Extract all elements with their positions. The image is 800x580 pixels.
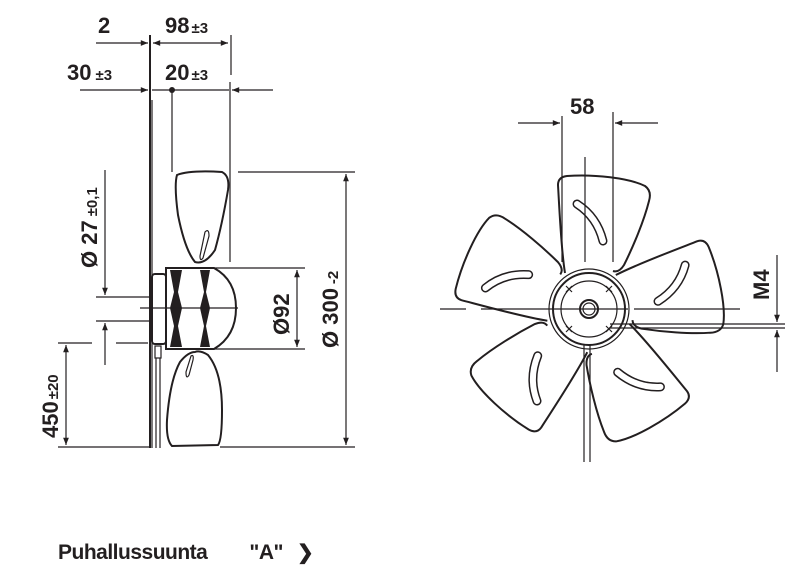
airflow-label: Puhallussuunta [58, 540, 208, 564]
dim-flange: 2 [98, 13, 110, 38]
mounting-holes [565, 285, 613, 333]
blade-top [174, 170, 230, 264]
dim-bolt: 58 [570, 94, 594, 119]
side-view: 2 98±3 30±3 20±3 Ø 27±0,1 Ø92 Ø 300 [38, 13, 355, 448]
fan-blade [454, 214, 563, 322]
dim-diameter: Ø 300-2 [318, 271, 343, 348]
airflow-direction: Puhallussuunta "A" ❯ [58, 540, 314, 565]
dim-offset: 30±3 [67, 60, 112, 85]
airflow-direction-label: "A" [249, 540, 283, 564]
fan-blade [469, 321, 589, 433]
dim-hub: Ø92 [269, 293, 294, 335]
chevron-right-icon: ❯ [296, 542, 314, 564]
blade-bottom [165, 350, 224, 448]
dim-thread: M4 [749, 269, 774, 300]
dim-shaft: Ø 27±0,1 [77, 187, 102, 268]
fan-blade [556, 174, 651, 274]
dim-blade: 20±3 [165, 60, 208, 85]
dim-cable: 450±20 [38, 374, 63, 438]
fan-blade [615, 239, 725, 335]
front-view: 58 M4 [440, 94, 785, 462]
dim-length: 98±3 [165, 13, 208, 38]
fan-blade [585, 323, 690, 443]
